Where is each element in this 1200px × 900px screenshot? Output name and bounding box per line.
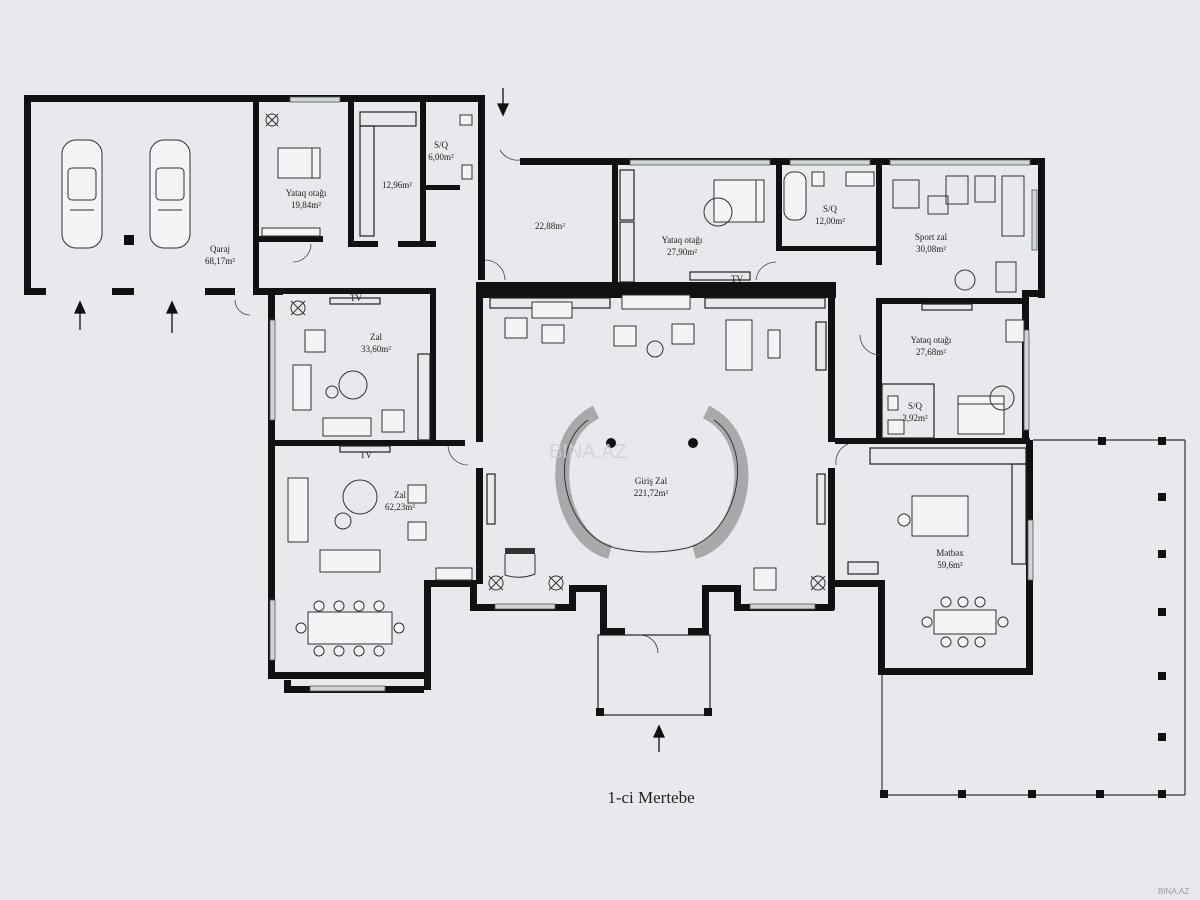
room-area-kitchen: 59,6m² [937, 560, 963, 570]
entrance-hall-area: BINA.AZ Giriş Zal 221,72m² [486, 294, 827, 591]
gym-equipment-icon [892, 175, 1025, 293]
room-area-bedroom-3: 27,68m² [916, 347, 946, 357]
room-area-bath-3: 3,92m² [902, 413, 928, 423]
tv-label: TV [731, 274, 743, 284]
windows [269, 96, 1038, 692]
room-area-bath-2: 12,00m² [815, 216, 845, 226]
stair-icon [703, 197, 733, 227]
arrow-down-icon [496, 88, 510, 117]
room-area-storage: 12,96m² [382, 180, 412, 190]
room-name-bath-3: S/Q [908, 401, 923, 411]
bath-3-area: S/Q 3,92m² [881, 383, 935, 439]
arrow-up-icon [165, 300, 179, 333]
floor-title: 1-ci Mertebe [607, 788, 694, 807]
hall-1-area: TV Zal 33,60m² [290, 293, 431, 441]
room-area-entrance-hall: 221,72m² [634, 488, 669, 498]
stair-icon [989, 385, 1015, 411]
storage-area: 12,96m² [359, 111, 417, 237]
terrace-pergola [880, 437, 1186, 798]
kitchen-area: Mətbəx 59,6m² [847, 447, 1027, 648]
car-icon [61, 139, 103, 249]
bath-2-area: S/Q 12,00m² [783, 171, 875, 226]
room-area-garage: 68,17m² [205, 256, 235, 266]
tv-label: TV [350, 293, 362, 303]
room-name-bath-2: S/Q [823, 204, 838, 214]
room-name-bedroom-1: Yataq otağı [286, 188, 327, 198]
room-area-corridor: 22,88m² [535, 221, 565, 231]
dining-table-icon [295, 600, 405, 657]
room-area-bedroom-2: 27,90m² [667, 247, 697, 257]
bath-1-area: S/Q 6,00m² [428, 114, 473, 180]
dining-table-icon [921, 596, 1009, 648]
bedroom-1-area: Yataq otağı 19,84m² [261, 113, 327, 237]
stair-icon [555, 405, 749, 559]
arrow-up-icon [73, 300, 87, 330]
room-name-garage: Qaraj [210, 244, 230, 254]
plant-icon [548, 575, 564, 591]
room-name-gym: Sport zal [915, 232, 948, 242]
room-area-bath-1: 6,00m² [428, 152, 454, 162]
bathtub-icon [783, 171, 807, 221]
bedroom-2-area: TV Yataq otağı 27,90m² [619, 169, 765, 284]
garage-area: Qaraj 68,17m² [61, 139, 235, 266]
room-name-kitchen: Mətbəx [936, 548, 964, 558]
room-name-entrance-hall: Giriş Zal [635, 476, 668, 486]
room-area-hall-2: 62,23m² [385, 502, 415, 512]
credit-watermark: BINA.AZ [1158, 887, 1189, 896]
room-name-bedroom-2: Yataq otağı [662, 235, 703, 245]
tv-label: TV [360, 450, 372, 460]
bedroom-3-area: Yataq otağı 27,68m² [911, 303, 1025, 435]
hall-2-area: TV Zal 62,23m² [287, 445, 473, 657]
car-icon [149, 139, 191, 249]
gym-area: Sport zal 30,08m² [892, 175, 1025, 293]
pillar [124, 235, 134, 245]
room-area-hall-1: 33,60m² [361, 344, 391, 354]
room-name-bath-1: S/Q [434, 140, 449, 150]
room-name-hall-1: Zal [370, 332, 382, 342]
room-name-bedroom-3: Yataq otağı [911, 335, 952, 345]
bed-icon [713, 179, 765, 223]
entry-porch [596, 634, 712, 716]
interior-walls [253, 102, 1030, 584]
room-name-hall-2: Zal [394, 490, 406, 500]
plant-icon [265, 113, 279, 127]
plant-icon [290, 300, 306, 316]
plant-icon [810, 575, 826, 591]
bed-icon [957, 395, 1005, 435]
watermark: BINA.AZ [549, 441, 627, 463]
room-area-gym: 30,08m² [916, 244, 946, 254]
plant-icon [488, 575, 504, 591]
door-swings [234, 149, 881, 466]
room-area-bedroom-1: 19,84m² [291, 200, 321, 210]
arrow-up-icon [652, 724, 666, 752]
